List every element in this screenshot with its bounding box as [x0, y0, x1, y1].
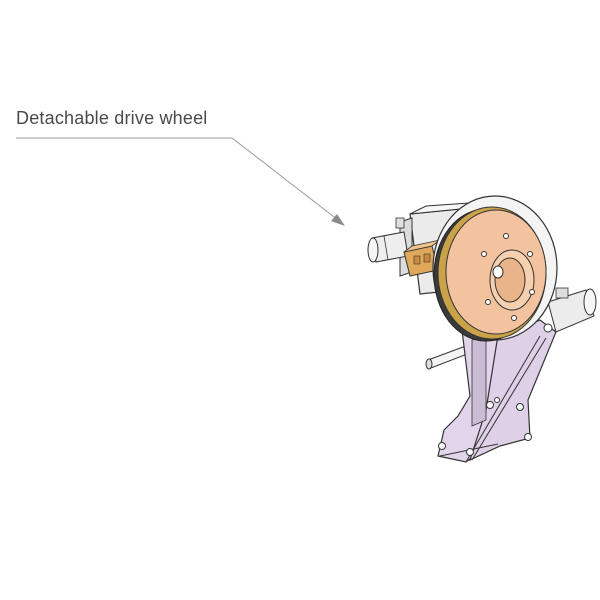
left-motor-cylinder	[367, 231, 409, 263]
mounting-bracket	[437, 319, 557, 463]
connector-block	[403, 239, 441, 277]
drive-wheel	[432, 195, 558, 342]
right-motor-cylinder	[547, 287, 597, 333]
callout-leader	[16, 137, 345, 226]
callout-label: Detachable drive wheel	[16, 108, 208, 128]
